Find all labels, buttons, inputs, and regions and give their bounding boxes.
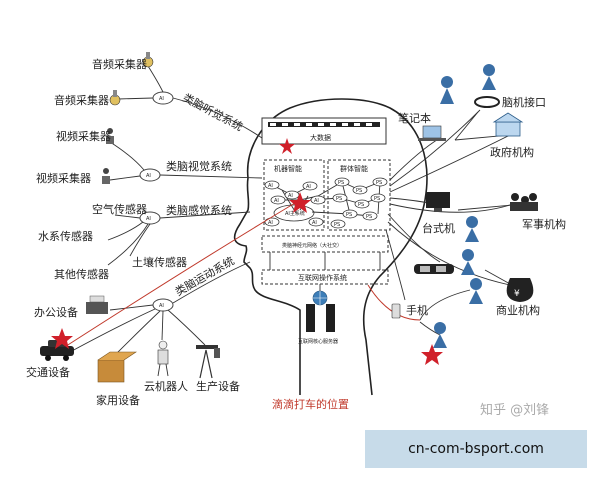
label-desktop: 台式机 <box>422 221 455 235</box>
person-icon <box>433 322 447 348</box>
label-other-sensor: 其他传感器 <box>54 268 109 281</box>
head-outline <box>233 98 428 396</box>
bigdata-strip <box>268 122 380 127</box>
svg-text:¥: ¥ <box>514 289 520 299</box>
military-soldiers-icon <box>510 193 538 211</box>
machine-label: 机器智能 <box>274 164 302 173</box>
right-wires <box>59 109 513 351</box>
ai-main-system-label: AI主系统 <box>285 210 305 217</box>
os-label: 互联网操作系统 <box>298 273 347 282</box>
group-box <box>327 159 391 231</box>
label-mobile-phone: 手机 <box>406 303 428 317</box>
label-cloud-robot: 云机器人 <box>144 379 188 393</box>
label-water-sensor: 水系传感器 <box>38 230 93 243</box>
ai-node-label: AI <box>274 198 279 204</box>
label-business: 商业机构 <box>496 303 540 317</box>
didi-location-caption: 滴滴打车的位置 <box>272 397 349 411</box>
government-building-icon <box>492 112 524 137</box>
ai-node-label: AI <box>312 220 317 226</box>
ai-node-label: AI <box>306 184 311 190</box>
system-sense-label: 类脑感觉系统 <box>166 203 232 217</box>
red-star-icon <box>289 192 311 213</box>
system-vision-label: 类脑视觉系统 <box>166 159 232 173</box>
machine-box <box>263 159 325 231</box>
label-government: 政府机构 <box>490 145 534 159</box>
red-star-icon <box>51 328 73 349</box>
camera-icon <box>102 168 110 184</box>
label-home-equipment: 家用设备 <box>96 393 140 407</box>
label-video-collector-2: 视频采集器 <box>36 171 91 185</box>
laptop-icon <box>418 125 446 141</box>
robot-icon <box>157 340 169 377</box>
ps-node-label: PS <box>346 212 352 218</box>
red-star-icon <box>421 344 443 365</box>
hub-motion-label: AI <box>159 303 164 309</box>
hub-hearing-label: AI <box>159 96 164 102</box>
hub-sense-label: AI <box>146 216 151 222</box>
neural-network-label: 类脑神经元网络（大社交） <box>282 242 342 249</box>
core-server-label: 互联网核心服务器 <box>298 338 338 345</box>
mobile-phone-icon <box>391 303 401 319</box>
label-soil-sensor: 土壤传感器 <box>132 255 187 269</box>
hub-motion: AI <box>152 298 174 312</box>
red-star-icon <box>279 138 295 154</box>
label-production-equipment: 生产设备 <box>196 379 240 393</box>
bigdata-label: 大数据 <box>310 133 331 142</box>
label-audio-collector-2: 音频采集器 <box>54 93 109 107</box>
money-bag-icon: ¥ <box>506 278 534 302</box>
label-bci: 脑机接口 <box>502 95 546 109</box>
ai-node-label: AI <box>288 193 293 199</box>
person-icon <box>461 249 475 275</box>
person-icon <box>482 64 496 90</box>
system-hearing-label: 类脑听觉系统 <box>181 90 246 133</box>
label-air-sensor: 空气传感器 <box>92 202 147 216</box>
left-wires <box>69 65 263 361</box>
person-icon <box>469 278 483 304</box>
label-office-equipment: 办公设备 <box>34 305 78 319</box>
bci-headset-icon <box>474 96 500 108</box>
hub-hearing: AI <box>152 91 174 105</box>
label-audio-collector-1: 音频采集器 <box>92 57 147 71</box>
ps-node-label: PS <box>338 180 344 186</box>
label-military: 军事机构 <box>522 217 566 231</box>
label-video-collector-1: 视频采集器 <box>56 129 111 143</box>
label-traffic-equipment: 交通设备 <box>26 365 70 379</box>
ps-node-label: PS <box>334 222 340 228</box>
ai-node-label: AI <box>314 198 319 204</box>
camera-icon <box>106 128 114 144</box>
person-icon <box>465 216 479 242</box>
ai-node-label: AI <box>268 183 273 189</box>
ps-node-label: PS <box>366 214 372 220</box>
brain-links <box>269 252 381 270</box>
ps-nodes: PS PS PS PS PS PS PS PS PS <box>330 177 388 229</box>
zhihu-watermark: 知乎 @刘锋 <box>480 402 549 418</box>
oil-pump-icon <box>196 345 220 379</box>
microphone-icon <box>142 52 154 68</box>
label-notebook: 笔记本 <box>398 111 431 125</box>
desktop-icon <box>426 192 450 212</box>
printer-icon <box>86 295 108 314</box>
core-server-icon <box>306 284 335 332</box>
site-banner: cn-com-bsport.com <box>365 430 587 468</box>
ps-node-label: PS <box>374 196 380 202</box>
ps-node-label: PS <box>336 196 342 202</box>
appliance-box-icon <box>97 351 137 383</box>
ps-node-label: PS <box>376 180 382 186</box>
hub-vision-label: AI <box>146 173 151 179</box>
group-label: 群体智能 <box>340 164 368 173</box>
ai-node-label: AI <box>268 220 273 226</box>
microphone-icon <box>109 90 121 106</box>
person-icon <box>440 76 454 104</box>
hub-vision: AI <box>139 168 161 182</box>
vr-glasses-icon <box>414 264 454 274</box>
ps-node-label: PS <box>356 188 362 194</box>
ps-node-label: PS <box>358 202 364 208</box>
